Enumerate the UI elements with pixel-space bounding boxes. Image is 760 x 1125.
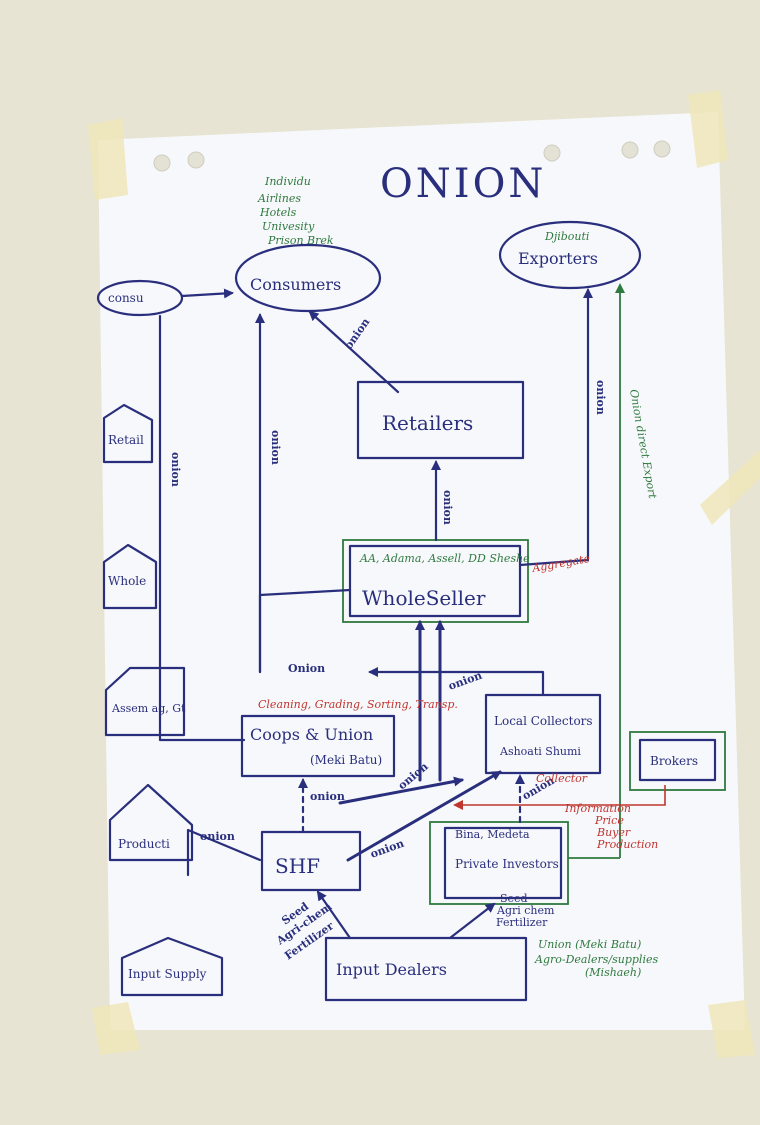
arrow-collectors-onion-left xyxy=(368,667,545,697)
information-item: Price xyxy=(594,814,624,827)
arrow-spine-left xyxy=(158,314,246,742)
arrow-shf-onion xyxy=(338,776,464,805)
pi-input: Fertilizer xyxy=(496,916,548,929)
flow-label-onion: onion xyxy=(594,380,607,415)
consumers-label: Consumers xyxy=(250,275,341,294)
bina-medeta-label: Bina, Medeta xyxy=(455,828,530,841)
input-dealer-type: (Mishaeh) xyxy=(585,966,641,979)
local-collectors-label: Local Collectors xyxy=(494,714,593,728)
consumer-type: Airlines xyxy=(257,192,301,205)
side-box-assem: Assem ag, Gt xyxy=(104,666,186,737)
arrow-consu-to-consumers xyxy=(180,288,234,299)
flow-label-onion: onion xyxy=(169,452,182,487)
local-collectors-note: Ashoati Shumi xyxy=(499,745,581,758)
input-dealer-type: Union (Meki Batu) xyxy=(538,938,641,951)
input-dealer-type: Agro-Dealers/supplies xyxy=(534,953,658,966)
side-box-input-supply: Input Supply xyxy=(120,936,224,997)
pi-input: Agri chem xyxy=(496,904,555,917)
exporters-node xyxy=(498,220,642,290)
consumers-node xyxy=(234,243,382,313)
brokers-outline-green xyxy=(629,731,726,791)
shf-label: SHF xyxy=(275,854,320,878)
private-investors-label: Private Investors xyxy=(455,857,559,871)
wholesellers-note: AA, Adama, Assell, DD Sheshe xyxy=(359,552,530,565)
brokers-node xyxy=(638,738,717,782)
arrow-shf-to-producti xyxy=(186,828,262,877)
retailers-label: Retailers xyxy=(382,411,473,435)
punch-hole xyxy=(653,140,671,158)
side-box-label: Assem ag, Gt xyxy=(111,702,186,715)
consumer-type: Hotels xyxy=(259,206,297,219)
tape-top-right xyxy=(688,90,728,168)
side-box-label: Producti xyxy=(118,837,170,851)
flow-label-onion: onion xyxy=(310,790,345,803)
consu-node xyxy=(96,279,184,317)
arrow-inputdealers-to-pi xyxy=(448,902,496,940)
exporters-note: Djibouti xyxy=(544,230,589,243)
coops-label: Coops & Union xyxy=(250,725,373,744)
punch-hole xyxy=(153,154,171,172)
flow-label-cleaning: Cleaning, Grading, Sorting, Transp. xyxy=(258,698,458,711)
consumer-type: Prison Brek xyxy=(267,234,334,247)
input-dealers-node xyxy=(324,936,528,1002)
wholesellers-node xyxy=(348,544,522,618)
side-box-whole: Whole xyxy=(102,543,158,610)
consumer-types-list: Individu Airlines Hotels Univesity Priso… xyxy=(257,175,334,247)
arrow-information xyxy=(453,785,666,810)
arrow-retailers-to-consumers xyxy=(308,310,400,394)
flow-label-collector: Collector xyxy=(536,772,588,785)
brokers-label: Brokers xyxy=(650,754,698,768)
consumer-type: Individu xyxy=(264,175,311,188)
arrow-shf-to-collectors xyxy=(346,770,502,862)
punch-hole xyxy=(187,151,205,169)
retailers-node xyxy=(356,380,525,460)
information-item: Production xyxy=(596,838,658,851)
tape-bottom-right xyxy=(708,1000,755,1058)
consu-label: consu xyxy=(108,291,144,305)
consumer-type: Univesity xyxy=(262,220,315,233)
coops-note: (Meki Batu) xyxy=(310,753,382,767)
flow-label-onion: Onion xyxy=(288,662,325,675)
arrow-inputdealers-to-shf xyxy=(316,890,352,940)
side-box-retail: Retail xyxy=(102,403,154,464)
private-investors-outline-green xyxy=(429,821,569,905)
punch-hole xyxy=(621,141,639,159)
pi-input: Seed xyxy=(500,892,528,905)
private-investors-node xyxy=(443,826,563,900)
information-item: Buyer xyxy=(596,826,631,839)
flow-label-information: Information xyxy=(564,802,631,815)
coops-union-node xyxy=(240,714,396,778)
side-box-label: Retail xyxy=(108,433,144,447)
punch-hole xyxy=(543,144,561,162)
diagram-title: ONION xyxy=(380,161,546,207)
tape-bottom-left xyxy=(92,1002,140,1055)
side-box-label: Whole xyxy=(108,574,146,588)
shf-node xyxy=(260,830,362,892)
arrow-wholesellers-to-exporters xyxy=(518,288,593,567)
tape-right xyxy=(700,450,760,525)
flow-label-onion: onion xyxy=(441,490,454,525)
exporters-label: Exporters xyxy=(518,249,598,268)
flow-label-onion: onion xyxy=(200,830,235,843)
side-box-label: Input Supply xyxy=(128,967,207,981)
flow-label-onion: onion xyxy=(269,430,282,465)
flipchart-paper xyxy=(98,112,745,1030)
side-box-producti: Producti xyxy=(108,783,194,862)
tape-top-left xyxy=(88,118,128,200)
wholesellers-label: WholeSeller xyxy=(362,586,486,610)
input-dealers-label: Input Dealers xyxy=(336,960,447,979)
